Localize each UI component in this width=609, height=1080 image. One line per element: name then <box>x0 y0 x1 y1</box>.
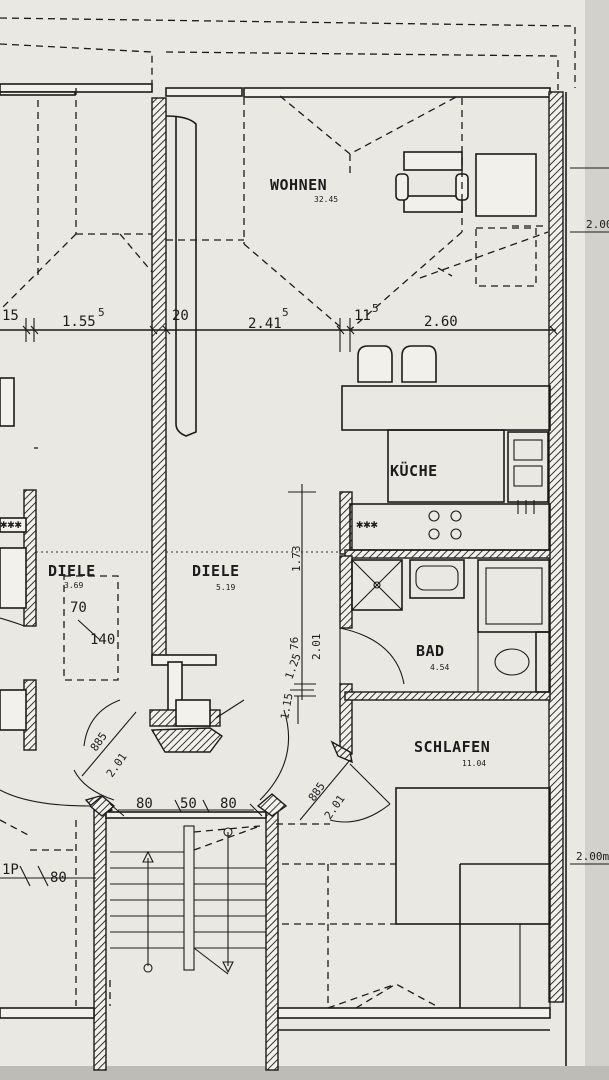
dim-885-b: 885 <box>306 780 328 804</box>
dim-201-a: 2.01 <box>310 634 323 661</box>
room-label-diele-left: DIELE <box>48 562 96 580</box>
room-label-wohnen: WOHNEN <box>270 176 327 194</box>
hall-wardrobe <box>63 115 197 681</box>
roof-outline <box>0 17 576 90</box>
central-wall <box>149 97 224 753</box>
room-area-diele-left: 3.69 <box>64 581 83 590</box>
dim-1p: 1P <box>2 862 19 878</box>
stairwell-walls <box>88 793 288 1071</box>
kitchen-walls <box>330 491 551 764</box>
paper-bottom-shadow <box>0 1066 609 1080</box>
dim-201-c: 2.01 <box>322 793 348 822</box>
right-exterior-wall <box>548 91 564 1003</box>
room-label-kueche: KÜCHE <box>390 461 438 480</box>
dim-80-b: 80 <box>220 796 237 812</box>
dim-173: 1.73 <box>290 546 303 573</box>
svg-text:✱✱✱: ✱✱✱ <box>0 517 22 531</box>
dim-20: 20 <box>172 308 189 324</box>
dim-241-sup: 5 <box>282 306 289 319</box>
closet-label-140: 140 <box>90 632 115 648</box>
svg-text:✱✱✱: ✱✱✱ <box>356 517 378 531</box>
dim-11: 11 <box>354 308 371 324</box>
room-area-wohnen: 32.45 <box>314 195 338 204</box>
dim-11-sup: 5 <box>372 302 379 315</box>
dim-201-b: 2.01 <box>104 751 130 780</box>
room-area-diele-main: 5.19 <box>216 583 235 592</box>
kitchen-fixtures: ✱✱✱ ✱✱✱ <box>0 385 551 551</box>
dim-155-sup: 5 <box>98 306 105 319</box>
dim-200-right-top: 2.00 <box>586 218 609 231</box>
top-exterior-wall <box>0 83 551 98</box>
dim-885-a: 885 <box>88 730 110 754</box>
dim-125: 1.25 <box>283 652 304 681</box>
room-area-schlafen: 11.04 <box>462 759 486 768</box>
bedroom-bed <box>282 787 551 1009</box>
dim-241: 2.41 <box>248 316 282 332</box>
room-label-bad: BAD <box>416 642 445 660</box>
dim-115: 1.15 <box>278 692 295 720</box>
dim-200-right-bottom: 2.00m <box>576 850 609 863</box>
dim-260: 2.60 <box>424 314 458 330</box>
bathroom-fixtures <box>351 559 551 693</box>
dim-80-left: 80 <box>50 870 67 886</box>
doors <box>0 617 405 823</box>
bottom-walls <box>0 1007 551 1031</box>
dim-155: 1.55 <box>62 314 96 330</box>
roof-slope-lines <box>0 88 463 553</box>
dimension-ticks <box>0 231 609 887</box>
stairs <box>0 819 330 1006</box>
room-label-schlafen: SCHLAFEN <box>414 738 490 756</box>
dim-50: 50 <box>180 796 197 812</box>
room-label-diele-main: DIELE <box>192 562 240 580</box>
dim-76: 76 <box>288 637 301 650</box>
living-room-furniture <box>395 151 549 287</box>
dim-80-a: 80 <box>136 796 153 812</box>
paper-edge-shadow <box>585 0 609 1080</box>
dimension-chain-top <box>0 318 558 352</box>
kitchen-chairs <box>357 345 437 383</box>
room-area-bad: 4.54 <box>430 663 449 672</box>
dim-15: 15 <box>2 308 19 324</box>
closet-label-70: 70 <box>70 600 87 616</box>
